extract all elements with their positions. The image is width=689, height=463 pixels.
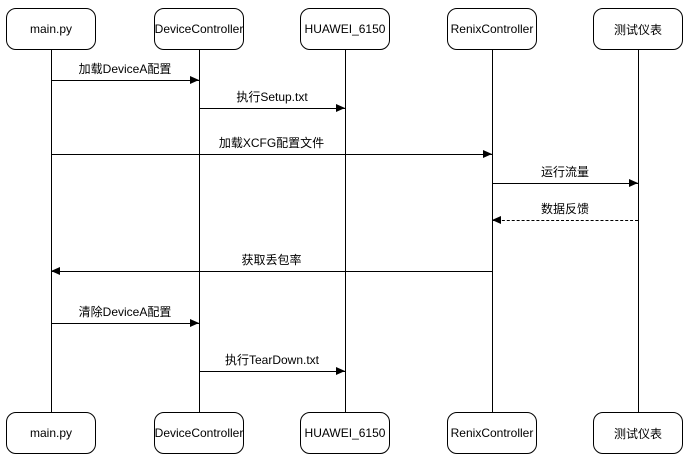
arrowhead-right-icon bbox=[336, 104, 345, 112]
lifeline-test-instrument bbox=[638, 50, 639, 412]
message-load-xcfg-config: 加载XCFG配置文件 bbox=[51, 136, 492, 158]
actor-top-renixcontroller: RenixController bbox=[447, 8, 537, 50]
actor-top-devicecontroller: DeviceController bbox=[154, 8, 244, 50]
arrowhead-left-icon bbox=[51, 267, 60, 275]
lifeline-renixcontroller bbox=[492, 50, 493, 412]
message-exec-teardown: 执行TearDown.txt bbox=[199, 353, 345, 375]
actor-bottom-renixcontroller: RenixController bbox=[447, 412, 537, 454]
message-arrow-line bbox=[51, 150, 492, 158]
message-clear-devicea-config: 清除DeviceA配置 bbox=[51, 305, 199, 327]
message-label: 执行Setup.txt bbox=[236, 90, 308, 104]
arrowhead-right-icon bbox=[483, 150, 492, 158]
actor-top-test-instrument: 测试仪表 bbox=[593, 8, 683, 50]
message-run-traffic: 运行流量 bbox=[492, 165, 638, 187]
actor-bottom-huawei-6150: HUAWEI_6150 bbox=[300, 412, 390, 454]
lifeline-devicecontroller bbox=[199, 50, 200, 412]
actor-bottom-main-py: main.py bbox=[6, 412, 96, 454]
message-label: 清除DeviceA配置 bbox=[78, 305, 172, 319]
message-arrow-line bbox=[199, 367, 345, 375]
message-arrow-line bbox=[51, 319, 199, 327]
message-arrow-line bbox=[492, 179, 638, 187]
message-label: 加载XCFG配置文件 bbox=[218, 136, 325, 150]
arrowhead-right-icon bbox=[190, 319, 199, 327]
actor-bottom-devicecontroller: DeviceController bbox=[154, 412, 244, 454]
arrowhead-right-icon bbox=[336, 367, 345, 375]
arrowhead-left-icon bbox=[492, 216, 501, 224]
arrowhead-right-icon bbox=[629, 179, 638, 187]
message-label: 获取丢包率 bbox=[241, 253, 302, 267]
message-data-feedback: 数据反馈 bbox=[492, 202, 638, 224]
message-label: 运行流量 bbox=[540, 165, 589, 179]
message-label: 执行TearDown.txt bbox=[224, 353, 320, 367]
message-arrow-line bbox=[492, 216, 638, 224]
message-label: 数据反馈 bbox=[540, 202, 589, 216]
message-arrow-line bbox=[199, 104, 345, 112]
actor-bottom-test-instrument: 测试仪表 bbox=[593, 412, 683, 454]
message-arrow-line bbox=[51, 76, 199, 84]
lifeline-main-py bbox=[51, 50, 52, 412]
actor-top-huawei-6150: HUAWEI_6150 bbox=[300, 8, 390, 50]
actor-top-main-py: main.py bbox=[6, 8, 96, 50]
message-arrow-line bbox=[51, 267, 492, 275]
lifeline-huawei-6150 bbox=[345, 50, 346, 412]
arrowhead-right-icon bbox=[190, 76, 199, 84]
message-exec-setup: 执行Setup.txt bbox=[199, 90, 345, 112]
message-load-devicea-config: 加载DeviceA配置 bbox=[51, 62, 199, 84]
message-get-packet-loss-rate: 获取丢包率 bbox=[51, 253, 492, 275]
message-label: 加载DeviceA配置 bbox=[78, 62, 172, 76]
